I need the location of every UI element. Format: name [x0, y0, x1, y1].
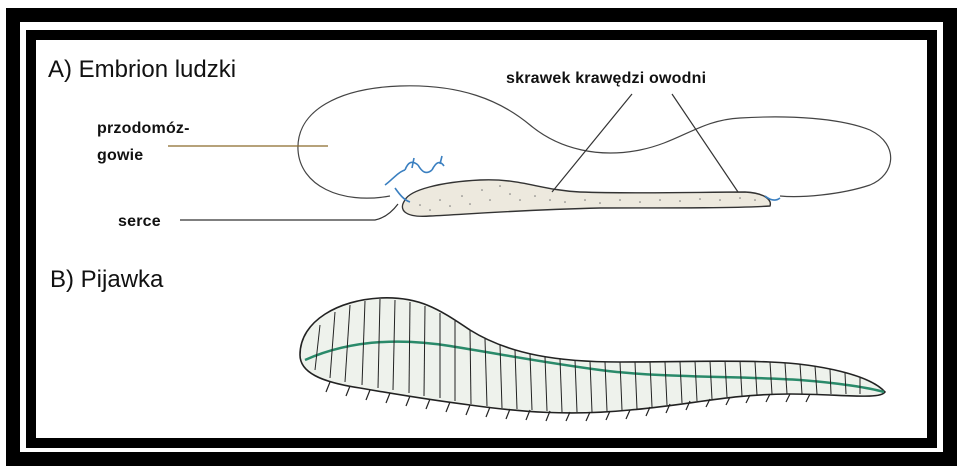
panel-a-title: A) Embrion ludzki: [48, 56, 236, 84]
amnion-edge-label: skrawek krawędzi owodni: [506, 70, 706, 88]
pointer-amnion-2: [672, 94, 738, 192]
embryo-body: [402, 180, 770, 217]
pointer-amnion-1: [552, 94, 632, 192]
leech-body: [300, 298, 885, 413]
panel-b-title: B) Pijawka: [50, 266, 163, 294]
forebrain-label-line1: przodomóz-: [97, 120, 190, 138]
embryo-outline: [298, 86, 891, 198]
forebrain-label-line2: gowie: [97, 147, 143, 165]
pointer-heart: [180, 204, 398, 220]
heart-label: serce: [118, 213, 161, 231]
